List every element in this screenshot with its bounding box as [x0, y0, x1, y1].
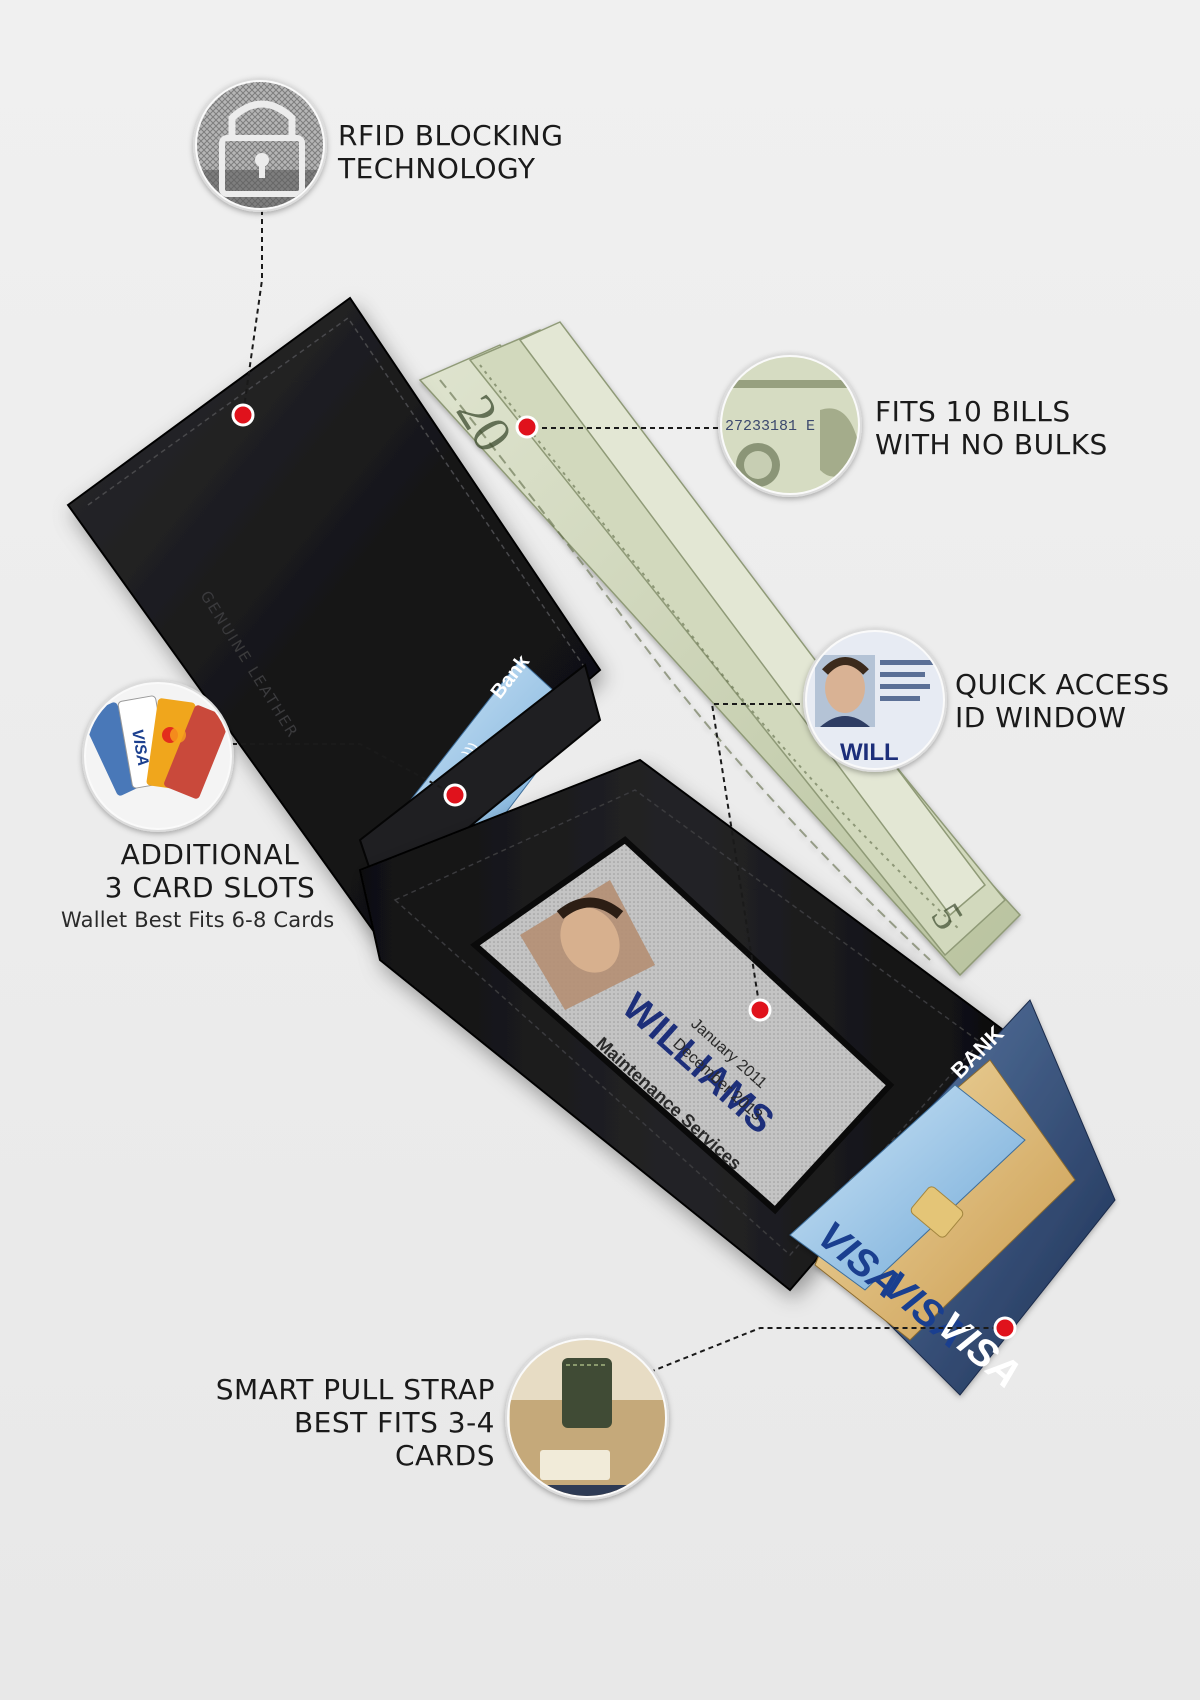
strap-line1: SMART PULL STRAP: [215, 1373, 495, 1406]
pull-strap-label: SMART PULL STRAP BEST FITS 3-4 CARDS: [195, 1373, 495, 1472]
leader-slots: [232, 743, 456, 796]
bills-line1: FITS 10 BILLS: [875, 395, 1071, 428]
card-slots-label: ADDITIONAL 3 CARD SLOTS Wallet Best Fits…: [55, 838, 365, 934]
svg-text:WILL: WILL: [840, 739, 899, 766]
bill-serial: 27233181 E: [725, 418, 815, 435]
strap-line2: BEST FITS 3-4: [293, 1406, 495, 1439]
leader-lines: [232, 210, 1005, 1373]
leader-strap: [649, 1327, 1005, 1373]
pull-out-cards: VISA VISA VISA BANK: [789, 999, 1116, 1397]
banknote-closeup-icon: 27233181 E: [718, 353, 862, 497]
id-card-closeup-icon: WILL: [803, 628, 947, 772]
bills-line2: WITH NO BULKS: [875, 428, 1108, 461]
pin-id: [748, 998, 772, 1022]
padlock-icon: [193, 78, 327, 212]
svg-text:VISA: VISA: [128, 728, 151, 768]
leader-id: [710, 703, 800, 1011]
slots-note: Wallet Best Fits 6-8 Cards: [61, 908, 335, 932]
id-line2: ID WINDOW: [955, 701, 1127, 734]
slots-line1: ADDITIONAL: [120, 838, 300, 871]
strap-line3: CARDS: [395, 1439, 495, 1472]
rfid-blocking-label: RFID BLOCKING TECHNOLOGY: [338, 119, 563, 185]
pin-slots: [443, 783, 467, 807]
rfid-line1: RFID BLOCKING: [338, 119, 564, 152]
rfid-line2: TECHNOLOGY: [338, 152, 536, 185]
pins: [231, 403, 1017, 1340]
id-line1: QUICK ACCESS: [955, 668, 1170, 701]
slots-line2: 3 CARD SLOTS: [104, 871, 316, 904]
pin-strap: [993, 1316, 1017, 1340]
pin-bills: [515, 415, 539, 439]
credit-cards-fan-icon: VISA: [82, 680, 234, 832]
pin-rfid: [231, 403, 255, 427]
id-window-label: QUICK ACCESS ID WINDOW: [955, 668, 1170, 734]
pull-strap-icon: [505, 1336, 669, 1500]
fits-bills-label: FITS 10 BILLS WITH NO BULKS: [875, 395, 1108, 461]
